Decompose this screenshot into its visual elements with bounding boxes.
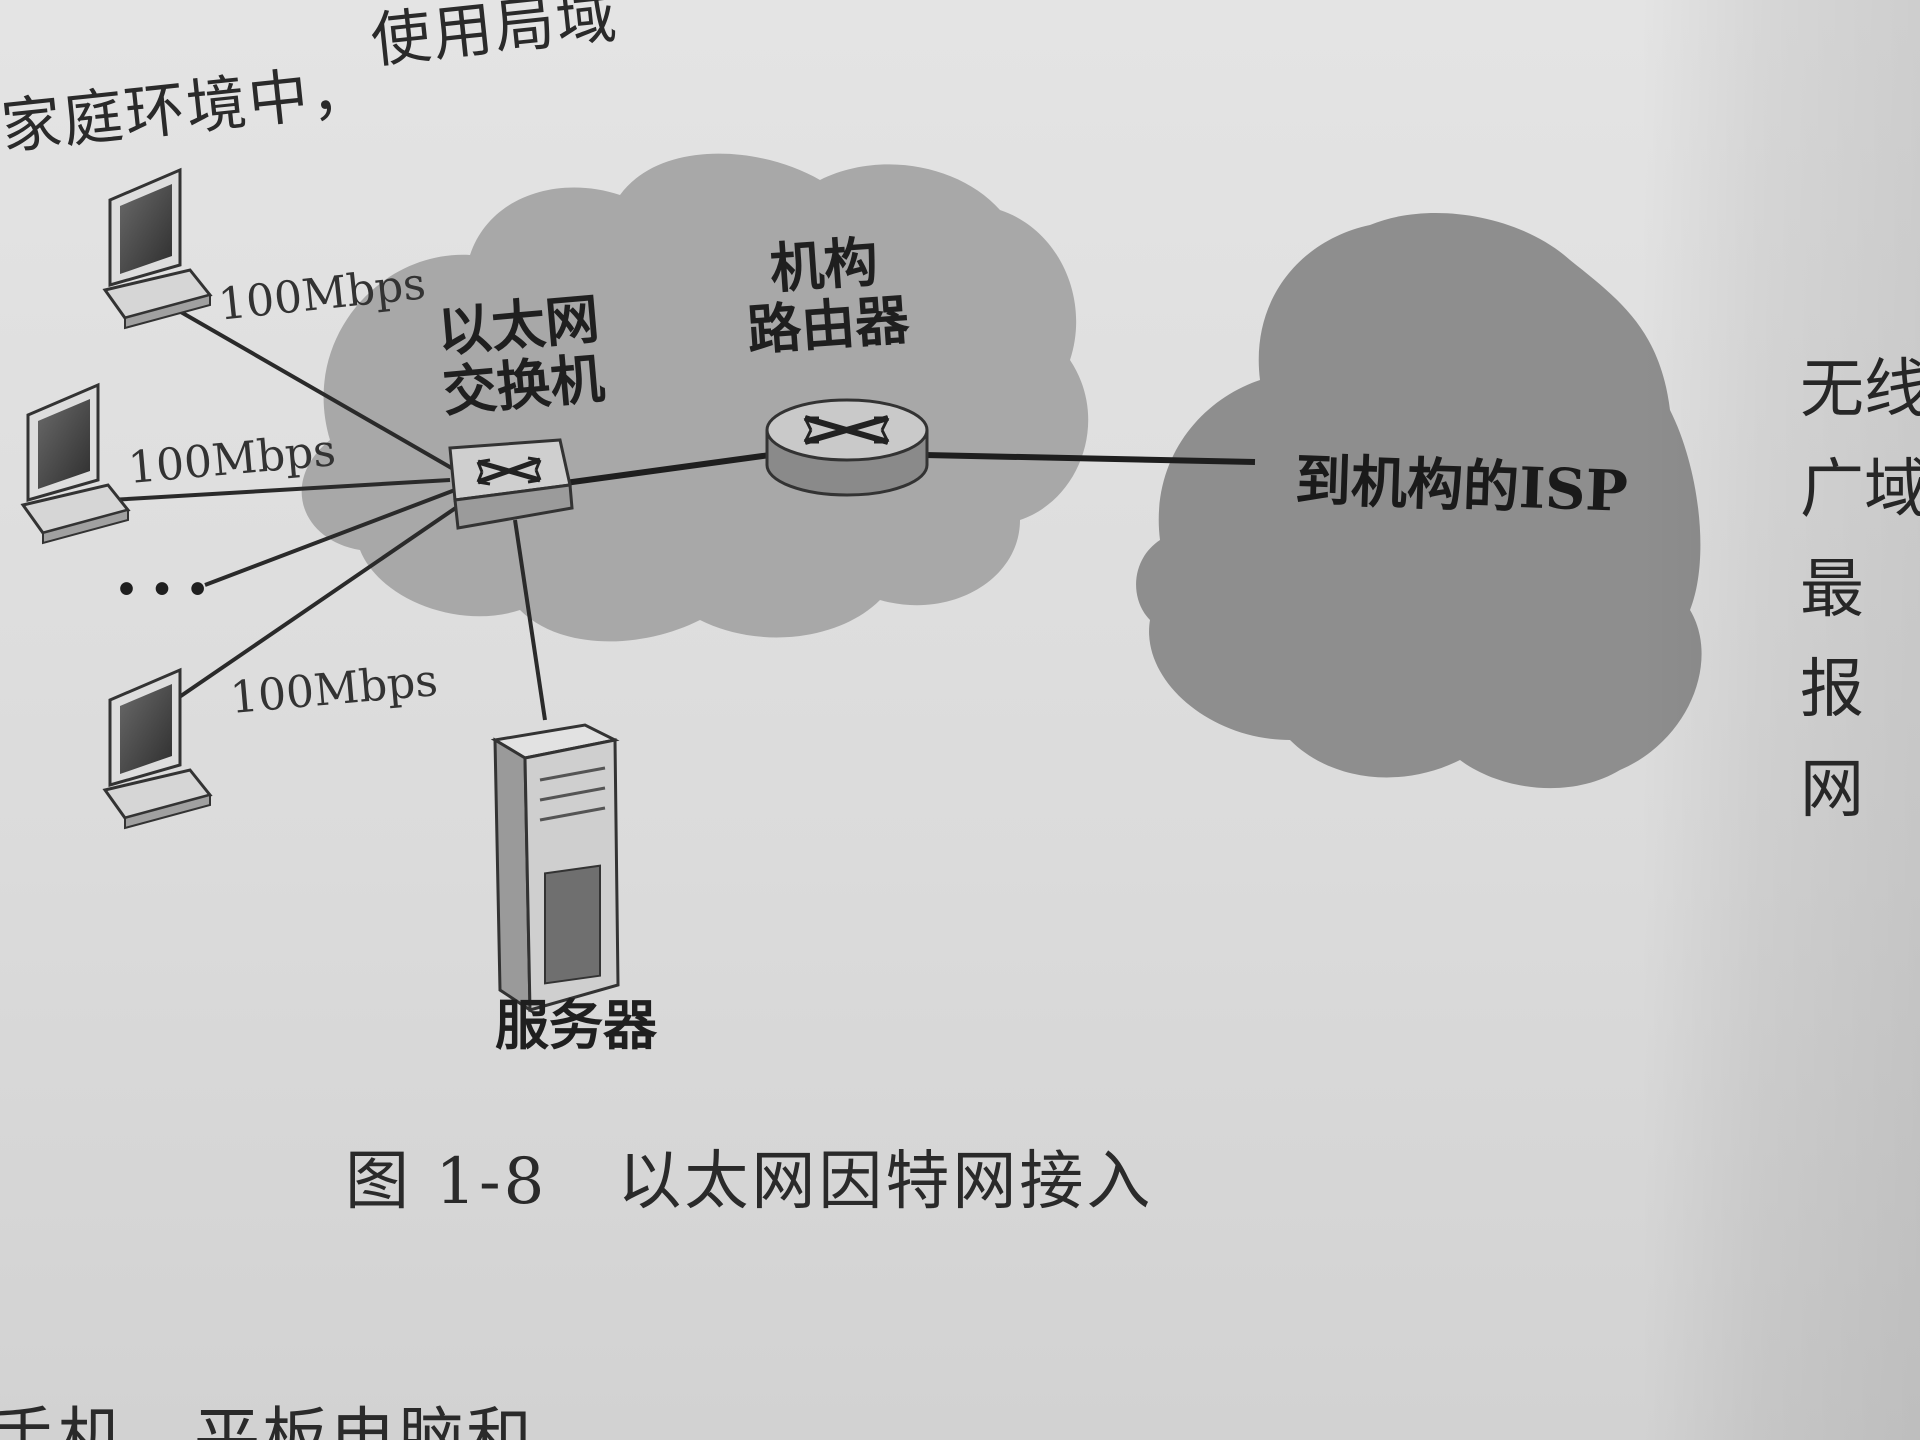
server-icon bbox=[490, 723, 620, 1013]
computer-icon bbox=[102, 667, 213, 830]
switch-label-line2: 交换机 bbox=[440, 346, 608, 425]
switch-label: 以太网 交换机 bbox=[435, 286, 608, 425]
isp-label: 到机构的ISP bbox=[1293, 447, 1629, 525]
router-icon bbox=[765, 398, 929, 497]
network-cloud bbox=[301, 153, 1089, 642]
right-column-line: 广域 bbox=[1800, 453, 1920, 527]
figure-title: 以太网因特网接入 bbox=[617, 1145, 1154, 1219]
computer-icon bbox=[20, 382, 131, 545]
link-pc1-switch bbox=[159, 298, 456, 472]
right-column-line: 最 bbox=[1800, 553, 1864, 627]
router-label: 机构 路由器 bbox=[741, 229, 912, 363]
right-column-text: 无线 广域 最 报 网 bbox=[1800, 340, 1920, 840]
link-pc3-switch bbox=[173, 503, 462, 702]
ethernet-switch-icon bbox=[448, 438, 574, 530]
link-dots-switch bbox=[204, 488, 456, 587]
ellipsis-dots: • • • bbox=[115, 569, 210, 611]
right-column-line: 网 bbox=[1800, 753, 1864, 827]
right-column-line: 无线 bbox=[1800, 353, 1920, 427]
figure-caption: 图 1-8 以太网因特网接入 bbox=[345, 1130, 1153, 1222]
figure-number: 图 1-8 bbox=[345, 1145, 548, 1219]
bottom-text: 手机、平板电脑和 bbox=[0, 1400, 534, 1440]
server-label: 服务器 bbox=[495, 993, 657, 1057]
right-column-line: 报 bbox=[1800, 653, 1864, 727]
link-pc2-switch bbox=[109, 478, 451, 502]
link-switch-server bbox=[513, 519, 547, 721]
computer-icon bbox=[102, 167, 213, 330]
isp-cloud bbox=[1136, 212, 1702, 789]
link-switch-router bbox=[564, 452, 771, 486]
link-router-isp bbox=[924, 452, 1256, 465]
router-label-line2: 路由器 bbox=[745, 287, 912, 363]
